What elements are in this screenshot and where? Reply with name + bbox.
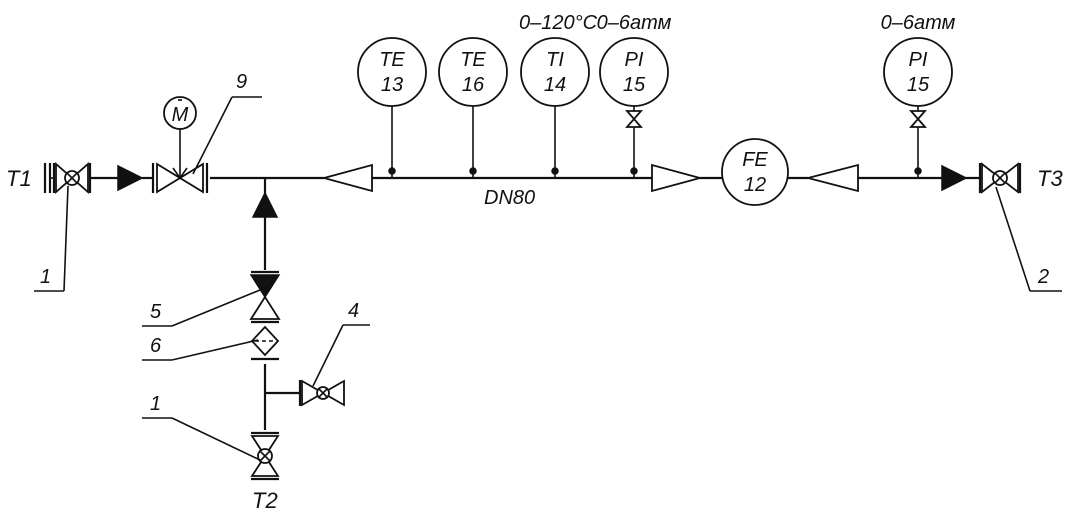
reducer-left <box>320 163 373 193</box>
check-valve-5-bottom <box>249 295 281 320</box>
callout-2-label: 2 <box>1037 266 1049 288</box>
fe12-number: 12 <box>744 174 766 196</box>
label-t1: T1 <box>6 166 32 191</box>
pi15b-tap-dot <box>914 167 922 175</box>
callout-2-leader <box>995 186 1031 292</box>
callout-5-label: 5 <box>150 301 162 323</box>
callout-6-leader <box>171 339 259 361</box>
callout-5-leader <box>171 289 261 327</box>
callout-4-leader <box>312 324 344 387</box>
reducer-center <box>651 163 704 193</box>
callout-1-bottom-label: 1 <box>150 393 161 415</box>
callout-1-top-label: 1 <box>40 266 51 288</box>
t1-flow-arrow <box>117 164 144 192</box>
pi15b-tag: PI <box>909 49 928 71</box>
t3-flow-arrow <box>941 164 968 192</box>
v9-actuator-circle <box>163 96 197 130</box>
te16-tag: TE <box>460 49 486 71</box>
pi15b-needle-valve <box>909 110 927 128</box>
t1-ball-mark-b <box>66 172 78 184</box>
branch-flow-arrow-up <box>251 191 279 218</box>
callout-1-bottom-leader <box>171 417 261 461</box>
te16-tap-dot <box>469 167 477 175</box>
reducer-right <box>804 163 859 193</box>
pi15a-range: 0–6атм <box>597 12 672 34</box>
ti14-tag: TI <box>546 49 564 71</box>
pi15a-tap-dot <box>630 167 638 175</box>
v9-actuator-label: M <box>172 104 189 126</box>
pi15b-number: 15 <box>907 74 930 96</box>
callout-9-label: 9 <box>236 71 247 93</box>
ti14-tap-dot <box>551 167 559 175</box>
pi15b-range: 0–6атм <box>881 12 956 34</box>
te13-tag: TE <box>379 49 405 71</box>
ti14-range: 0–120°C <box>519 12 598 34</box>
pi15a-number: 15 <box>623 74 646 96</box>
callout-1-top-leader <box>63 185 69 292</box>
label-t3: T3 <box>1037 166 1063 191</box>
pi15a-tag: PI <box>625 49 644 71</box>
t2-ball-mark-b <box>259 450 271 462</box>
v9-stem-arrow <box>172 167 188 180</box>
check-valve-5-top <box>249 274 281 299</box>
label-t2: T2 <box>252 488 278 513</box>
te13-number: 13 <box>381 74 403 96</box>
ti14-number: 14 <box>544 74 566 96</box>
t3-ball-mark-b <box>994 172 1006 184</box>
drain-ball-mark-b <box>318 388 328 398</box>
pi15a-needle-valve <box>625 110 643 128</box>
instrument-fe12 <box>721 138 789 206</box>
fe12-tag: FE <box>742 149 768 171</box>
pipe-size-label: DN80 <box>484 187 535 209</box>
callout-4-label: 4 <box>348 300 359 322</box>
te13-tap-dot <box>388 167 396 175</box>
callout-9-leader <box>192 96 233 175</box>
te16-number: 16 <box>462 74 485 96</box>
callout-6-label: 6 <box>150 335 162 357</box>
